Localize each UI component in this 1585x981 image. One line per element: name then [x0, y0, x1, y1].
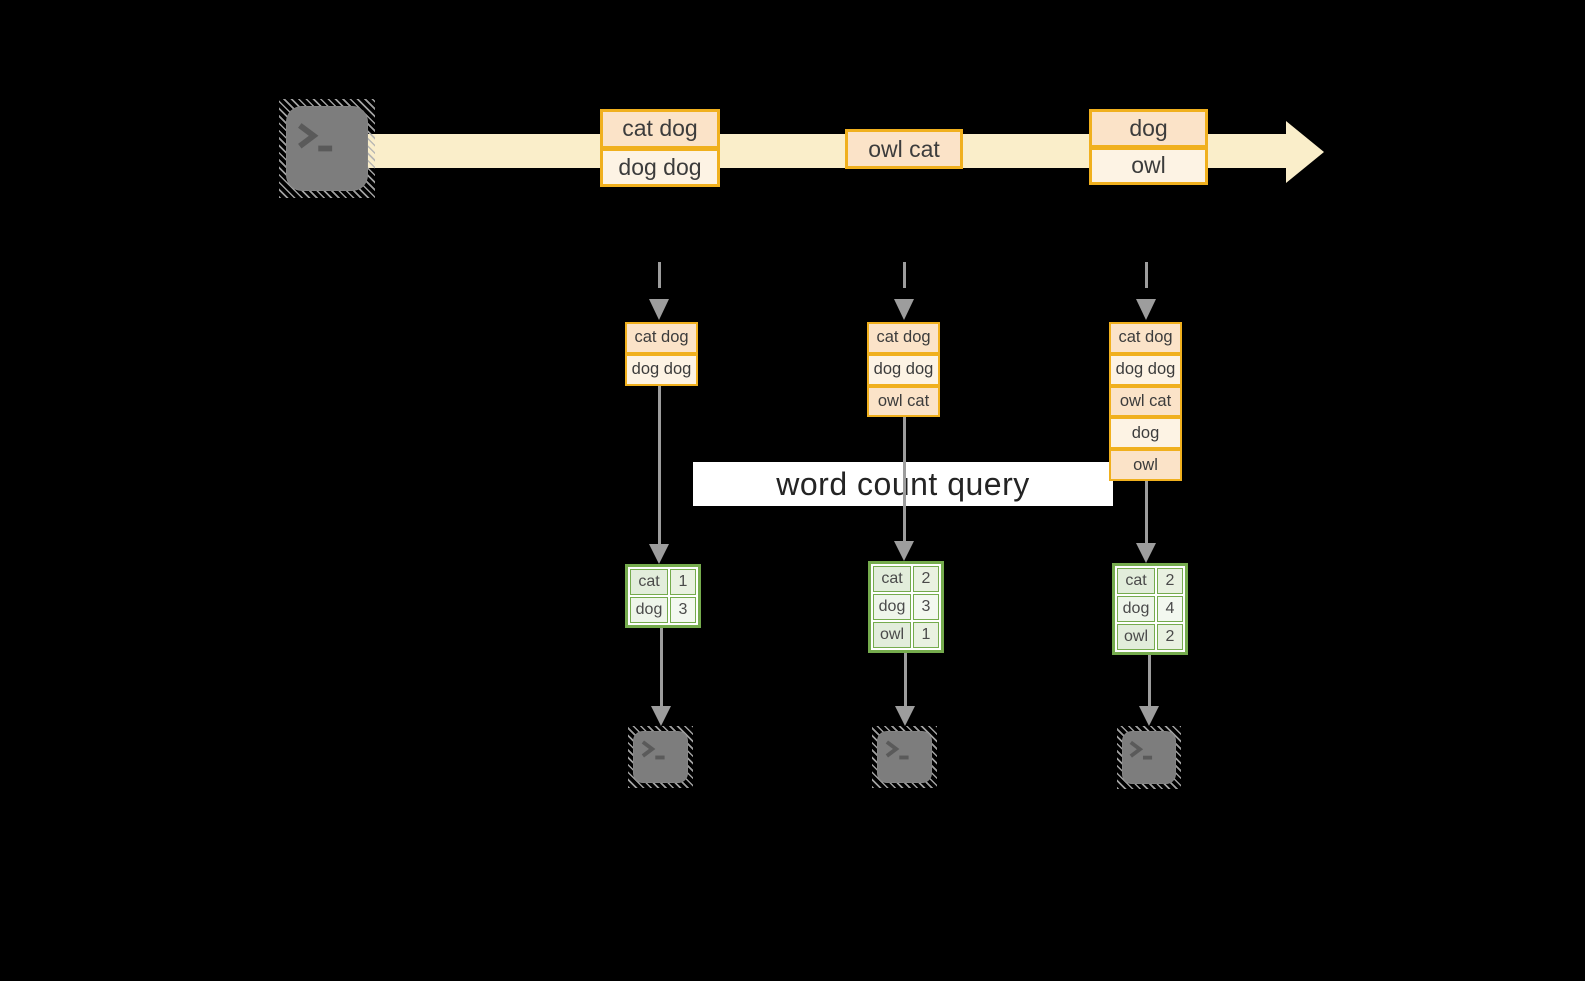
- count-cell: 2: [913, 566, 939, 592]
- stream-event-2: owl cat: [845, 129, 963, 169]
- record-cell: dog dog: [625, 353, 698, 386]
- record-cell: dog dog: [1109, 353, 1182, 386]
- stream-record: owl: [1089, 146, 1208, 185]
- result-arrow-2: [903, 653, 907, 706]
- terminal-icon-body: [877, 731, 932, 783]
- result-arrow-3: [1147, 655, 1151, 706]
- stream-event-1: cat dog dog dog: [600, 109, 720, 187]
- stream-record: dog dog: [600, 147, 720, 187]
- count-cell: 3: [913, 594, 939, 620]
- ingest-arrowhead-3: [1136, 299, 1156, 320]
- terminal-icon-sink-3: [1117, 726, 1181, 789]
- terminal-icon-body: [1122, 731, 1176, 784]
- count-cell: 2: [1157, 568, 1183, 594]
- terminal-icon-sink-2: [872, 726, 937, 788]
- terminal-prompt-icon: [1130, 741, 1153, 760]
- word-cell: cat: [1117, 568, 1155, 594]
- record-cell: owl cat: [867, 385, 940, 418]
- count-cell: 3: [670, 597, 696, 623]
- terminal-icon-body: [286, 106, 368, 191]
- word-count-table-2: cat 2 dog 3 owl 1: [868, 561, 944, 653]
- word-cell: owl: [873, 622, 911, 648]
- ingest-arrow-2: [902, 262, 906, 298]
- ingest-arrow-1: [657, 262, 661, 298]
- word-cell: cat: [873, 566, 911, 592]
- stream-record: dog: [1089, 109, 1208, 148]
- word-count-table-3: cat 2 dog 4 owl 2: [1112, 563, 1188, 655]
- count-cell: 2: [1157, 624, 1183, 650]
- received-records-stack-1: cat dog dog dog: [625, 322, 698, 386]
- word-cell: owl: [1117, 624, 1155, 650]
- query-input-arrow-3: [1144, 481, 1148, 543]
- terminal-icon-sink-1: [628, 726, 693, 788]
- terminal-prompt-icon: [885, 740, 909, 760]
- query-input-arrowhead-1: [649, 544, 669, 564]
- ingest-arrowhead-1: [649, 299, 669, 320]
- received-records-stack-2: cat dog dog dog owl cat: [867, 322, 940, 418]
- ingest-arrowhead-2: [894, 299, 914, 320]
- query-input-arrow-1: [657, 386, 661, 544]
- terminal-icon-source: [279, 99, 375, 198]
- result-arrowhead-2: [895, 706, 915, 726]
- word-cell: dog: [630, 597, 668, 623]
- count-cell: 4: [1157, 596, 1183, 622]
- record-cell: cat dog: [1109, 322, 1182, 354]
- record-cell: owl cat: [1109, 385, 1182, 418]
- terminal-prompt-icon: [641, 740, 665, 760]
- stream-event-3: dog owl: [1089, 109, 1208, 185]
- count-cell: 1: [670, 569, 696, 595]
- record-cell: dog dog: [867, 353, 940, 386]
- terminal-icon-body: [633, 731, 688, 783]
- result-arrowhead-1: [651, 706, 671, 726]
- terminal-prompt-icon: [298, 123, 333, 152]
- count-cell: 1: [913, 622, 939, 648]
- record-cell: cat dog: [867, 322, 940, 354]
- word-count-table-1: cat 1 dog 3: [625, 564, 701, 628]
- record-cell: cat dog: [625, 322, 698, 354]
- stream-record: cat dog: [600, 109, 720, 149]
- query-input-arrowhead-2: [894, 541, 914, 561]
- record-cell: owl: [1109, 449, 1182, 481]
- result-arrowhead-3: [1139, 706, 1159, 726]
- word-cell: dog: [873, 594, 911, 620]
- query-input-arrow-2: [902, 416, 906, 541]
- ingest-arrow-3: [1144, 262, 1148, 298]
- word-cell: dog: [1117, 596, 1155, 622]
- word-cell: cat: [630, 569, 668, 595]
- stream-record: owl cat: [845, 129, 963, 169]
- record-cell: dog: [1109, 417, 1182, 450]
- result-arrow-1: [659, 628, 663, 706]
- query-input-arrowhead-3: [1136, 543, 1156, 563]
- stream-arrowhead: [1286, 121, 1324, 183]
- received-records-stack-3: cat dog dog dog owl cat dog owl: [1109, 322, 1182, 481]
